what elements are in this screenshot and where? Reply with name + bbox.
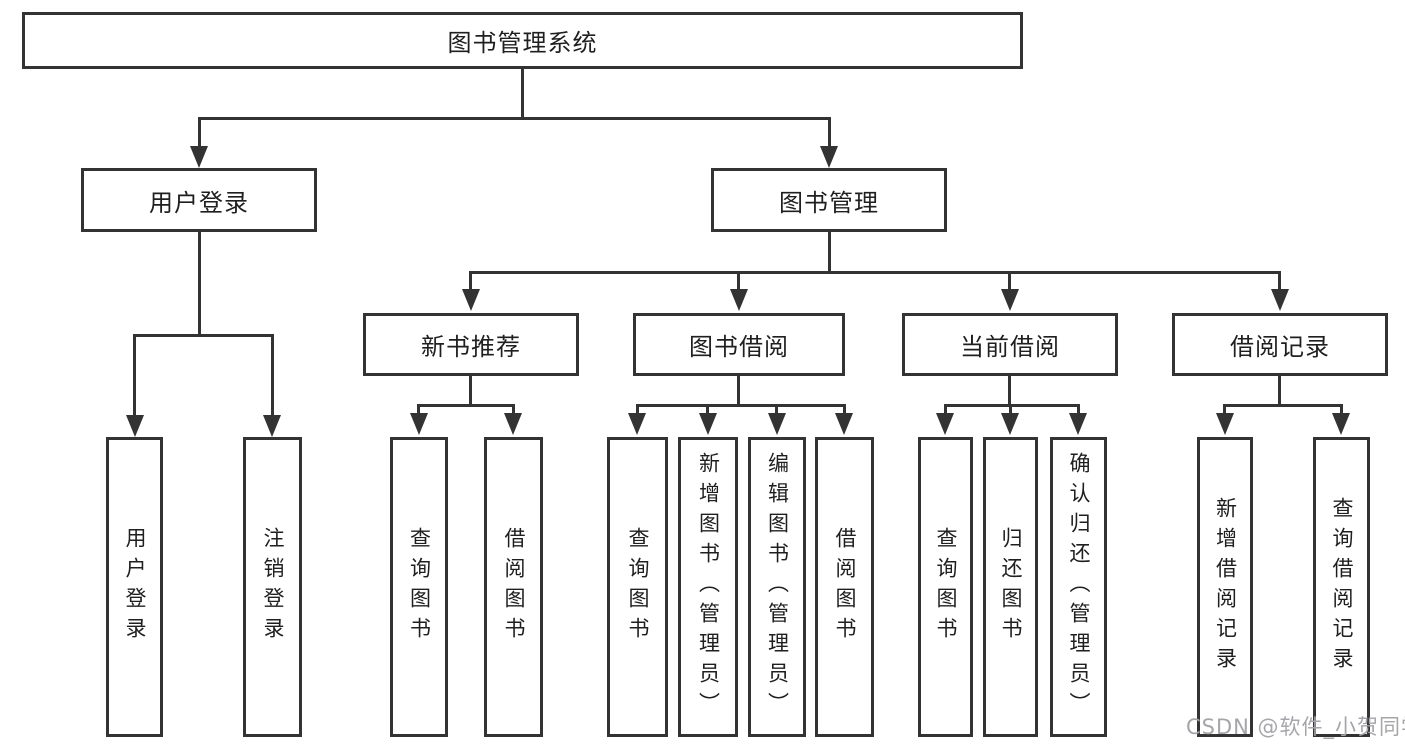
node-leaf-query-books-recommend: 查询图书 — [390, 437, 448, 737]
arrow-down-icon — [699, 413, 717, 435]
connector-current-borrow-rail — [944, 404, 1080, 407]
connector-level2-rail — [469, 271, 1281, 274]
connector-new-book-stem — [469, 376, 472, 406]
node-leaf-user-login: 用户登录 — [106, 437, 163, 737]
arrow-down-icon — [190, 146, 208, 168]
node-user-login: 用户登录 — [81, 168, 317, 232]
connector-stub — [706, 407, 709, 415]
connector-borrow-records-rail — [1223, 404, 1343, 407]
node-leaf-return-book: 归还图书 — [983, 437, 1038, 737]
connector-stub-login — [133, 336, 136, 416]
arrow-down-icon — [730, 289, 748, 311]
arrow-down-icon — [1216, 413, 1234, 435]
node-label: 新书推荐 — [421, 333, 521, 361]
connector-stub-borrow-records — [1278, 273, 1281, 289]
connector-stub — [417, 407, 420, 415]
node-new-book-recommendation: 新书推荐 — [363, 313, 579, 376]
connector-borrow-records-stem — [1278, 376, 1281, 406]
node-label: 用户登录 — [149, 188, 249, 217]
node-leaf-query-books-borrow: 查询图书 — [607, 437, 668, 737]
connector-stub — [512, 407, 515, 415]
connector-stub — [1077, 407, 1080, 415]
arrow-down-icon — [936, 413, 954, 435]
node-label: 查询图书 — [934, 527, 958, 647]
node-label: 图书管理系统 — [447, 29, 598, 57]
node-label: 归还图书 — [999, 527, 1023, 647]
arrow-down-icon — [628, 413, 646, 435]
node-label: 查询图书 — [626, 527, 650, 647]
node-label: 查询图书 — [407, 527, 432, 647]
node-leaf-add-borrow-record: 新增借阅记录 — [1197, 437, 1253, 737]
node-label: 图书借阅 — [689, 333, 789, 361]
node-label: 确认归还（管理员） — [1067, 452, 1091, 722]
node-label: 用户登录 — [123, 527, 147, 647]
node-label: 注销登录 — [261, 527, 285, 647]
arrow-down-icon — [1069, 413, 1087, 435]
node-label: 编辑图书（管理员） — [765, 452, 790, 722]
node-leaf-confirm-return-admin: 确认归还（管理员） — [1050, 437, 1107, 737]
node-label: 图书管理 — [779, 188, 879, 217]
connector-stub — [1340, 407, 1343, 415]
connector-root-stem — [521, 69, 524, 118]
node-leaf-query-books-current: 查询图书 — [918, 437, 973, 737]
node-label: 借阅记录 — [1230, 333, 1330, 361]
node-label: 新增借阅记录 — [1213, 497, 1238, 677]
arrow-down-icon — [263, 415, 281, 437]
connector-user-login-stem — [198, 232, 201, 336]
node-book-management: 图书管理 — [711, 168, 947, 232]
node-leaf-logout: 注销登录 — [243, 437, 302, 737]
node-label: 查询借阅记录 — [1330, 497, 1354, 677]
arrow-down-icon — [1001, 289, 1019, 311]
connector-book-borrow-rail — [636, 404, 846, 407]
node-borrowing-records: 借阅记录 — [1172, 313, 1388, 376]
node-book-borrowing: 图书借阅 — [633, 313, 845, 376]
connector-book-management-stem — [828, 232, 831, 273]
connector-stub-user-login — [198, 119, 201, 148]
node-leaf-query-borrow-record: 查询借阅记录 — [1313, 437, 1370, 737]
arrow-down-icon — [768, 413, 786, 435]
node-label: 借阅图书 — [502, 527, 526, 647]
node-current-borrowing: 当前借阅 — [902, 313, 1118, 376]
connector-new-book-rail — [417, 404, 515, 407]
arrow-down-icon — [1332, 413, 1350, 435]
node-leaf-borrow-books: 借阅图书 — [815, 437, 874, 737]
connector-stub-current-borrow — [1008, 273, 1011, 289]
node-leaf-borrow-books-recommend: 借阅图书 — [484, 437, 543, 737]
arrow-down-icon — [462, 289, 480, 311]
node-leaf-add-book-admin: 新增图书（管理员） — [678, 437, 738, 737]
node-leaf-edit-book-admin: 编辑图书（管理员） — [748, 437, 806, 737]
connector-current-borrow-stem — [1008, 376, 1011, 406]
node-label: 新增图书（管理员） — [696, 452, 721, 722]
csdn-watermark: CSDN @软件_小贺同学 — [1186, 715, 1405, 739]
connector-stub — [1223, 407, 1226, 415]
arrow-down-icon — [126, 415, 144, 437]
connector-stub-book-management — [828, 119, 831, 148]
node-label: 当前借阅 — [960, 333, 1060, 361]
arrow-down-icon — [1271, 289, 1289, 311]
connector-user-login-rail — [133, 334, 274, 337]
arrow-down-icon — [835, 413, 853, 435]
connector-stub-logout — [271, 336, 274, 416]
node-label: 借阅图书 — [833, 527, 857, 647]
arrow-down-icon — [504, 413, 522, 435]
arrow-down-icon — [1001, 413, 1019, 435]
connector-stub-new-book — [469, 273, 472, 289]
node-library-management-system: 图书管理系统 — [22, 12, 1023, 69]
connector-stub-book-borrow — [737, 273, 740, 289]
connector-stub — [1009, 407, 1012, 415]
connector-stub — [843, 407, 846, 415]
connector-stub — [775, 407, 778, 415]
arrow-down-icon — [410, 413, 428, 435]
connector-book-borrow-stem — [737, 376, 740, 406]
connector-stub — [636, 407, 639, 415]
arrow-down-icon — [820, 146, 838, 168]
connector-level1-rail — [198, 117, 831, 120]
connector-stub — [944, 407, 947, 415]
